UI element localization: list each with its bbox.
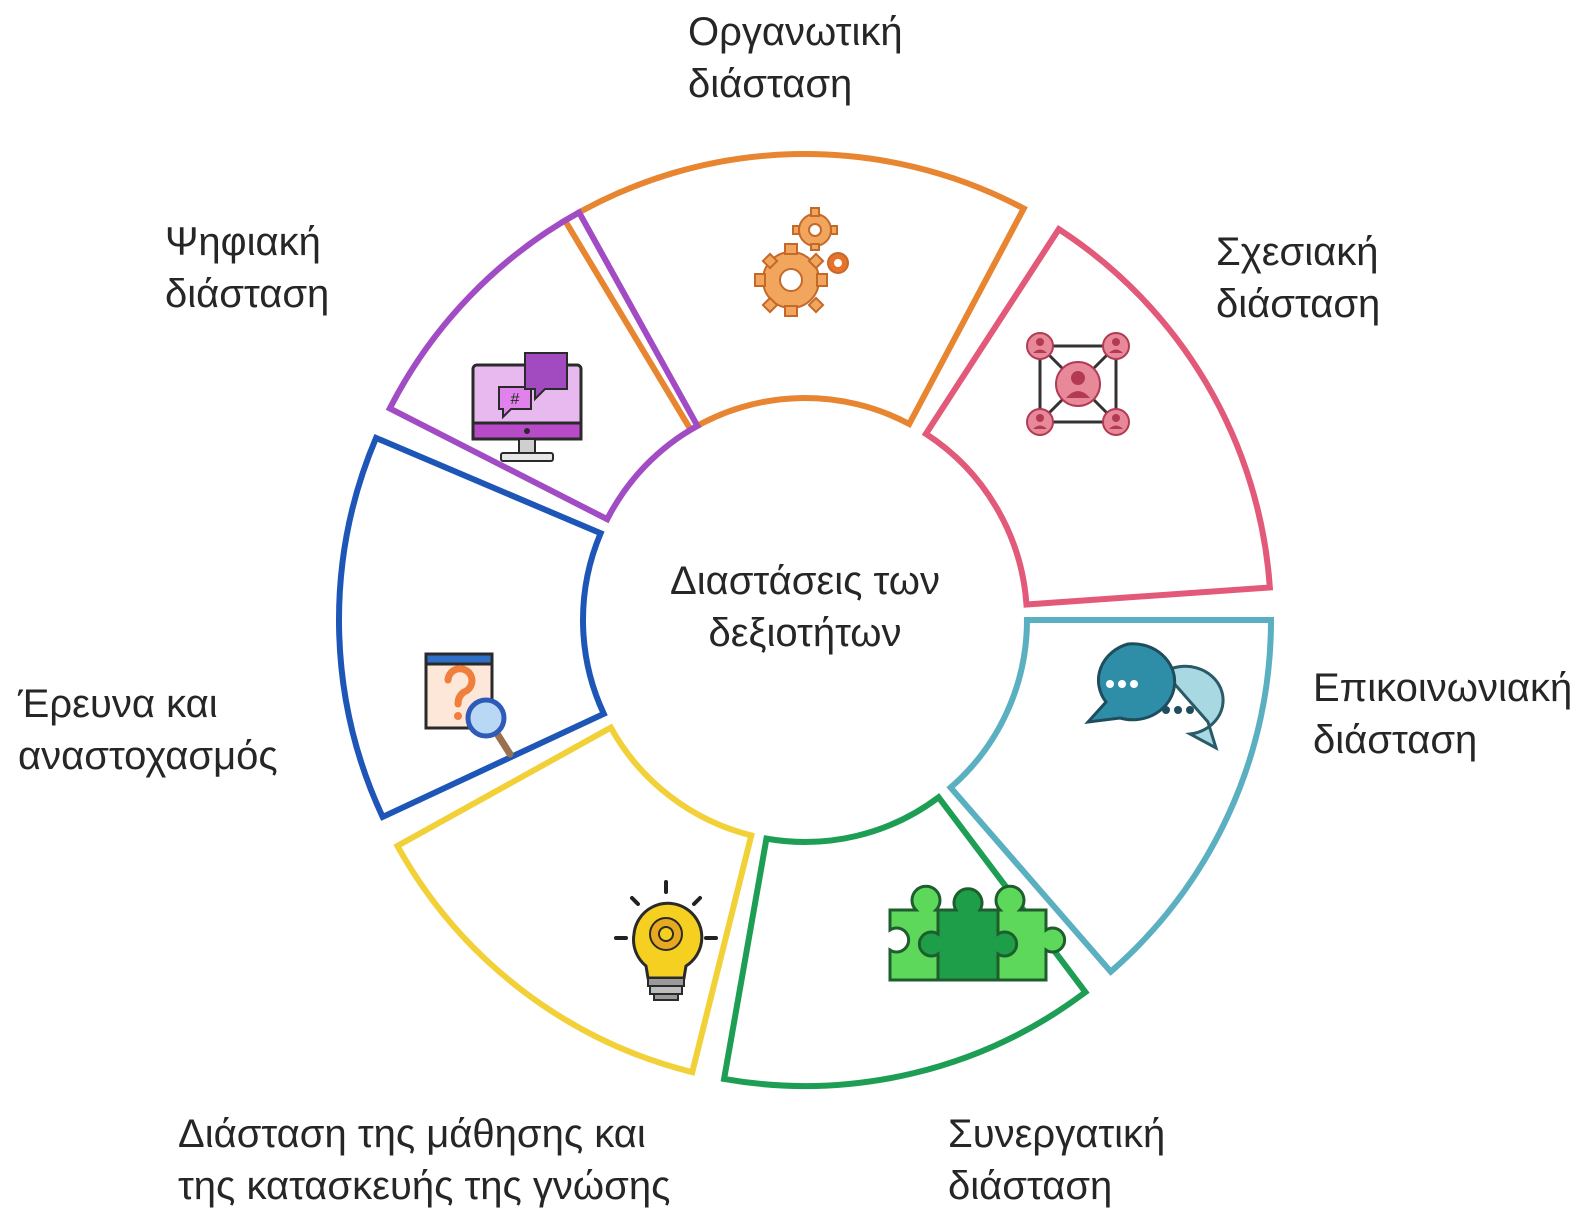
- segment-communicative: [946, 617, 1275, 976]
- svg-text:#: #: [511, 391, 520, 408]
- puzzle-people-icon: [888, 884, 1067, 982]
- label-relational: Σχεσιακή διάσταση: [1216, 226, 1380, 330]
- segment-organizational: [560, 151, 1028, 434]
- label-research-line1: Έρευνα και: [18, 682, 218, 726]
- label-organizational-line2: διάσταση: [688, 62, 853, 106]
- chat-bubbles-icon: [1084, 642, 1225, 752]
- label-learning: Διάσταση της μάθησης και της κατασκευής …: [178, 1108, 670, 1212]
- label-digital-line2: διάσταση: [165, 272, 330, 316]
- center-title: Διαστάσεις των δεξιοτήτων: [620, 555, 990, 659]
- label-digital: Ψηφιακή διάσταση: [165, 216, 329, 320]
- center-title-line1: Διαστάσεις των: [669, 559, 941, 603]
- label-communicative-line1: Επικοινωνιακή: [1313, 666, 1573, 710]
- network-people-icon: [1026, 332, 1130, 436]
- label-collaborative-line1: Συνεργατική: [948, 1112, 1166, 1156]
- label-relational-line1: Σχεσιακή: [1216, 230, 1379, 274]
- label-organizational: Οργανωτική διάσταση: [688, 6, 903, 110]
- label-research-line2: αναστοχασμός: [18, 734, 278, 778]
- label-collaborative-line2: διάσταση: [948, 1164, 1113, 1208]
- segment-collaborative: [720, 793, 1090, 1089]
- label-learning-line1: Διάσταση της μάθησης και: [178, 1112, 646, 1156]
- segment-relational: [921, 225, 1274, 608]
- label-communicative: Επικοινωνιακή διάσταση: [1313, 662, 1572, 766]
- segment-learning: [393, 723, 755, 1076]
- gears-icon: [754, 207, 849, 317]
- computer-chat-icon: #: [471, 352, 583, 462]
- label-digital-line1: Ψηφιακή: [165, 220, 321, 264]
- label-collaborative: Συνεργατική διάσταση: [948, 1108, 1165, 1212]
- search-question-icon: [424, 652, 514, 758]
- segment-research: [336, 433, 608, 821]
- lightbulb-gear-icon: [614, 880, 718, 1001]
- center-title-line2: δεξιοτήτων: [708, 611, 902, 655]
- label-learning-line2: της κατασκευής της γνώσης: [178, 1164, 671, 1208]
- label-research: Έρευνα και αναστοχασμός: [18, 678, 278, 782]
- segment-digital: [385, 208, 702, 524]
- label-communicative-line2: διάσταση: [1313, 718, 1478, 762]
- label-organizational-line1: Οργανωτική: [688, 10, 903, 54]
- label-relational-line2: διάσταση: [1216, 282, 1381, 326]
